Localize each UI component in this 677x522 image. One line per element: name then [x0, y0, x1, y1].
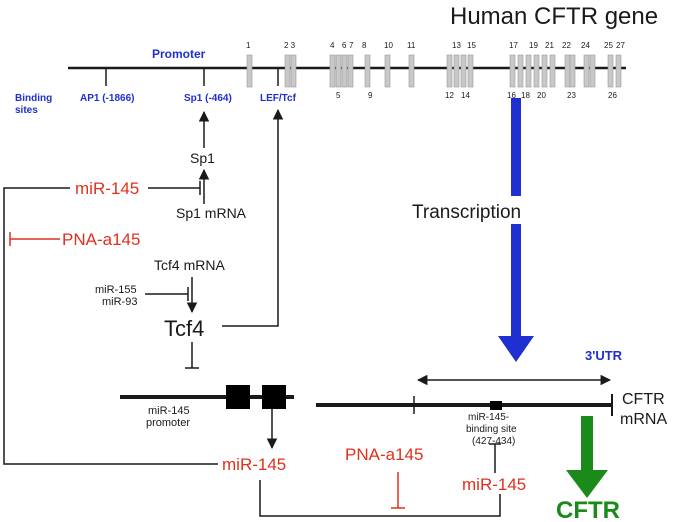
exon-number-top: 1 — [246, 41, 251, 50]
exon-box — [509, 54, 516, 88]
exon-number-top: 21 — [545, 41, 554, 50]
exon-box — [607, 54, 614, 88]
transcription-label: Transcription — [412, 202, 521, 223]
exon-number-bottom: 16 — [507, 91, 516, 100]
exon-number-top: 10 — [384, 41, 393, 50]
exon-box — [446, 54, 453, 88]
exon-number-bottom: 26 — [608, 91, 617, 100]
mir145-exon-2 — [262, 385, 286, 409]
exon-box — [583, 54, 590, 88]
tcf4-protein: Tcf4 — [164, 316, 204, 341]
utr-label: 3'UTR — [585, 348, 623, 363]
exon-number-top: 19 — [529, 41, 538, 50]
exon-number-bottom: 14 — [461, 91, 470, 100]
exon-number-top: 8 — [362, 41, 367, 50]
exon-box — [569, 54, 576, 88]
exon-number-top: 22 — [562, 41, 571, 50]
exon-box — [460, 54, 467, 88]
exon-number-bottom: 9 — [368, 91, 373, 100]
exon-number-bottom: 20 — [537, 91, 546, 100]
exon-number-bottom: 5 — [336, 91, 341, 100]
exon-box — [541, 54, 548, 88]
translation-arrow-shaft — [581, 416, 593, 470]
binding-site-line1: miR-145- — [468, 412, 509, 423]
exon-boxes — [246, 54, 622, 88]
site-lef-tcf: LEF/Tcf — [260, 93, 297, 104]
sp1-mrna: Sp1 mRNA — [176, 205, 247, 221]
exon-number-top: 15 — [467, 41, 476, 50]
cftr-protein: CFTR — [556, 497, 620, 522]
exon-box — [517, 54, 524, 88]
exon-box — [335, 54, 342, 88]
exon-box — [408, 54, 415, 88]
exon-number-bottom: 23 — [567, 91, 576, 100]
exon-box — [347, 54, 354, 88]
mir145-bottom-left: miR-145 — [222, 455, 286, 474]
tcf4-to-lef-arrow — [222, 108, 284, 327]
exon-box — [364, 54, 371, 88]
exon-number-top: 17 — [509, 41, 518, 50]
mir145-binding-box — [490, 401, 502, 410]
exon-box — [329, 54, 336, 88]
exon-box — [615, 54, 622, 88]
binding-site-label: miR-145- binding site (427-434) — [466, 412, 519, 447]
site-ap1: AP1 (-1866) — [80, 93, 134, 104]
cftr-mrna: CFTR mRNA — [620, 391, 669, 428]
exon-box — [284, 54, 291, 88]
mir145-exon-1 — [226, 385, 250, 409]
binding-sites-line1: Binding — [15, 93, 52, 104]
exon-number-top: 4 — [330, 41, 335, 50]
exon-number-top: 11 — [407, 41, 416, 50]
cftr-mrna-line2: mRNA — [620, 411, 667, 428]
mir93: miR-93 — [102, 296, 137, 308]
pna-bottom: PNA-a145 — [345, 445, 423, 464]
mir145-promoter-line1: miR-145 — [148, 405, 190, 417]
promoter-label: Promoter — [152, 47, 206, 61]
exon-number-top: 6 — [342, 41, 347, 50]
transcription-arrow-head — [498, 336, 534, 362]
mir145-promoter-line2: promoter — [146, 417, 190, 429]
sp1-protein: Sp1 — [190, 150, 215, 166]
binding-site-line3: (427-434) — [472, 436, 515, 447]
mir145-top: miR-145 — [75, 179, 139, 198]
exon-box — [533, 54, 540, 88]
tcf4-mrna: Tcf4 mRNA — [154, 257, 225, 273]
mir155: miR-155 — [95, 284, 137, 296]
exon-box — [246, 54, 253, 88]
mir145-promoter: miR-145 promoter — [146, 405, 193, 429]
exon-box — [467, 54, 474, 88]
exon-number-top: 24 — [581, 41, 590, 50]
cftr-mrna-line1: CFTR — [622, 391, 665, 408]
exon-number-top: 2 3 — [284, 41, 296, 50]
translation-arrow-head — [566, 470, 608, 498]
exon-number-top: 25 — [604, 41, 613, 50]
exon-number-top: 27 — [616, 41, 625, 50]
exon-box — [341, 54, 348, 88]
exon-box — [384, 54, 391, 88]
exon-box — [525, 54, 532, 88]
binding-sites-line2: sites — [15, 105, 38, 116]
exon-number-top: 7 — [349, 41, 354, 50]
exon-box — [549, 54, 556, 88]
pna-left: PNA-a145 — [62, 230, 140, 249]
exon-number-bottom: 18 — [521, 91, 530, 100]
binding-site-line2: binding site — [466, 424, 517, 435]
exon-box — [564, 54, 571, 88]
exon-number-bottom: 12 — [445, 91, 454, 100]
gene-title: Human CFTR gene — [450, 3, 658, 30]
mir145-feedback-line — [3, 187, 218, 465]
exon-box — [589, 54, 596, 88]
exon-box — [453, 54, 460, 88]
mir145-bottom-bracket — [259, 480, 501, 517]
transcription-label-bg — [408, 196, 558, 224]
exon-box — [290, 54, 297, 88]
exon-number-top: 13 — [452, 41, 461, 50]
site-sp1: Sp1 (-464) — [184, 93, 232, 104]
binding-sites-label: Binding sites — [15, 93, 55, 116]
mir145-bottom-right: miR-145 — [462, 475, 526, 494]
